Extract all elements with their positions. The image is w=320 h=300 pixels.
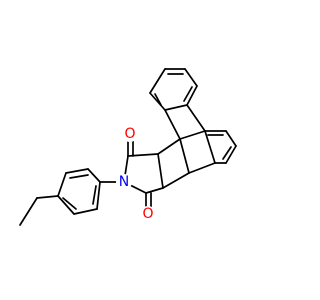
bond xyxy=(183,86,193,102)
atom-label-mask xyxy=(140,206,156,222)
molecule-structure: O O N xyxy=(19,68,237,226)
atom-label-mask xyxy=(122,126,138,142)
oxygen-atom-label: O xyxy=(142,206,153,222)
bond xyxy=(73,208,98,215)
bond xyxy=(179,138,190,174)
bond xyxy=(164,104,188,111)
bond xyxy=(92,185,97,205)
bond xyxy=(19,197,38,226)
bonds xyxy=(19,68,237,226)
bond xyxy=(186,104,206,132)
bond xyxy=(184,68,198,87)
atom-label-mask xyxy=(116,174,132,190)
bond xyxy=(157,153,164,189)
bond xyxy=(222,146,232,160)
bond xyxy=(57,172,67,197)
atoms: O O N xyxy=(116,126,156,222)
bond xyxy=(225,130,237,147)
bond xyxy=(62,197,77,210)
bond xyxy=(188,162,216,174)
bond xyxy=(57,195,75,215)
bond xyxy=(179,130,206,140)
bond xyxy=(69,174,89,179)
bond xyxy=(36,195,59,199)
structure-canvas: O O N xyxy=(19,68,237,226)
bond xyxy=(186,85,198,106)
bond xyxy=(87,168,101,183)
bond xyxy=(96,181,101,210)
oxygen-atom-label: O xyxy=(124,126,135,142)
bond xyxy=(204,130,216,164)
bond xyxy=(225,145,237,164)
bond xyxy=(149,68,166,94)
bond xyxy=(149,92,166,111)
bond xyxy=(157,138,181,155)
bond xyxy=(65,168,89,174)
bond xyxy=(145,187,164,194)
bond xyxy=(154,93,162,106)
nitrogen-atom-label: N xyxy=(119,174,129,190)
bond xyxy=(164,109,181,140)
bond xyxy=(162,172,190,189)
